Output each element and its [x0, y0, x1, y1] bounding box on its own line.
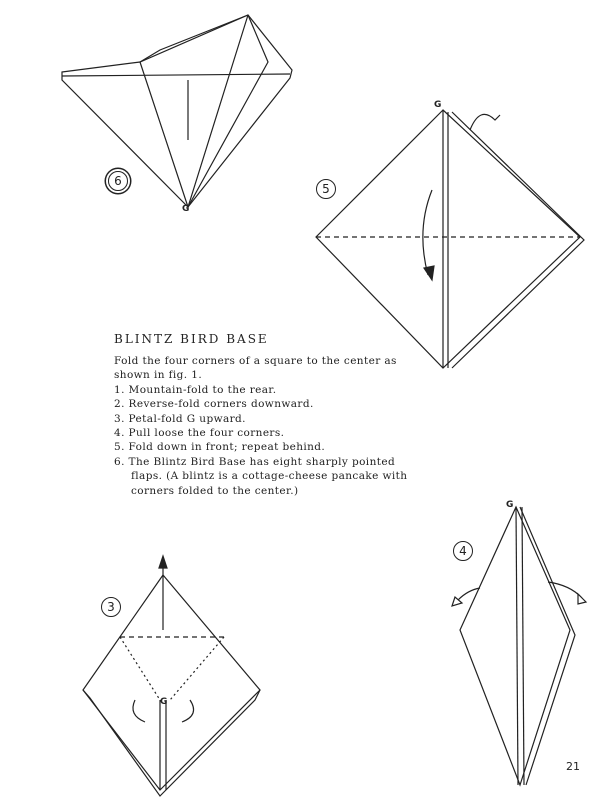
instructions-block: BLINTZ BIRD BASE Fold the four corners o…: [114, 332, 414, 498]
figure-6-diagram: [61, 14, 293, 209]
figure-4-diagram: [451, 505, 588, 787]
step-item: 4. Pull loose the four corners.: [114, 427, 285, 440]
figure-3-corner-label: G: [160, 697, 168, 707]
figure-4-number: 4: [453, 541, 473, 561]
step-item: 1. Mountain-fold to the rear.: [114, 383, 277, 396]
figure-6-corner-label: G: [182, 204, 190, 214]
step-item: 6. The Blintz Bird Base has eight sharpl…: [114, 455, 408, 497]
page-number: 21: [566, 760, 580, 773]
step-item: 2. Reverse-fold corners downward.: [114, 398, 314, 411]
figure-5-diagram: [315, 109, 585, 369]
intro-text: Fold the four corners of a square to the…: [114, 355, 397, 382]
figure-3-number: 3: [101, 597, 121, 617]
figure-5-corner-label: G: [434, 100, 442, 110]
figure-6-number: 6: [108, 171, 128, 191]
figure-5-number: 5: [316, 179, 336, 199]
step-item: 3. Petal-fold G upward.: [114, 412, 246, 425]
step-item: 5. Fold down in front; repeat behind.: [114, 441, 326, 454]
figure-3-diagram: [82, 554, 261, 797]
section-title: BLINTZ BIRD BASE: [114, 332, 269, 346]
figure-4-corner-label: G: [506, 500, 514, 510]
